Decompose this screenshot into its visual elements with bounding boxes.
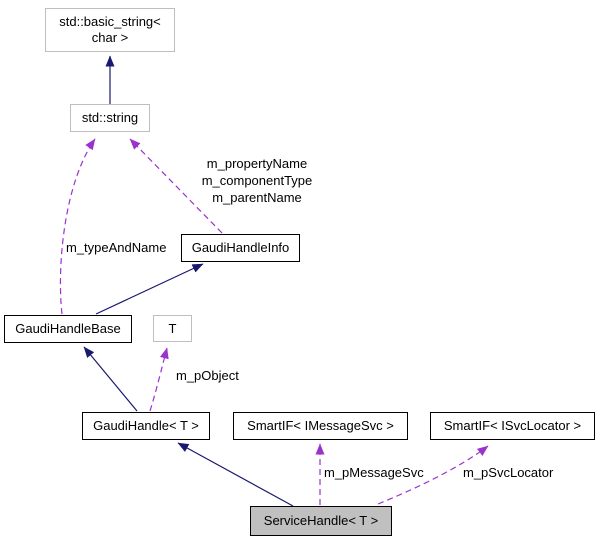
node-std-string: std::string [70,104,150,132]
edge-gaudihandlebase-to-stdstring-usage [59,138,96,315]
edge-gaudihandle-to-t-usage [149,347,169,412]
edge-gaudihandlebase-to-gaudihandleinfo-inheritance [95,263,204,315]
node-service-handle: ServiceHandle< T > [250,506,392,536]
node-gaudi-handle-base[interactable]: GaudiHandleBase [4,315,132,343]
node-gaudi-handle-info[interactable]: GaudiHandleInfo [181,234,300,262]
node-gaudi-handle[interactable]: GaudiHandle< T > [82,412,210,440]
edge-label-pmessagesvc: m_pMessageSvc [324,465,424,480]
node-smartif-isvclocator[interactable]: SmartIF< ISvcLocator > [430,412,595,440]
edge-gaudihandle-to-gaudihandlebase-inheritance [83,346,138,412]
node-std-basic-string: std::basic_string< char > [45,8,175,52]
edge-label-typeandname: m_typeAndName [66,240,167,255]
node-t: T [153,315,192,342]
edge-servicehandle-to-smartif-isvclocator-usage [377,445,489,505]
edge-label-propertyname-componenttype-parentname: m_propertyName m_componentType m_parentN… [201,156,313,205]
edge-label-psvclocator: m_pSvcLocator [463,465,554,480]
edge-servicehandle-to-gaudihandle-inheritance [177,442,294,507]
node-smartif-imessagesvc[interactable]: SmartIF< IMessageSvc > [233,412,408,440]
edge-gaudihandleinfo-to-stdstring-usage [129,138,223,234]
edge-label-pobject: m_pObject [176,368,239,383]
